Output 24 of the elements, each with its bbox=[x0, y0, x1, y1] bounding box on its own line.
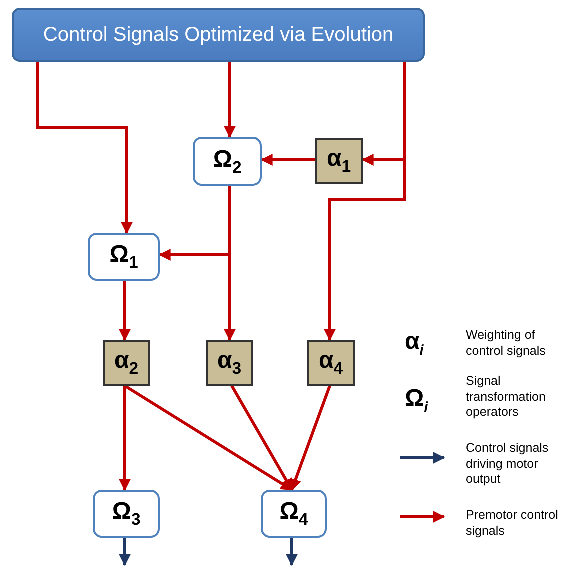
legend-text: Control signals driving motor output bbox=[466, 441, 550, 488]
legend-text: Premotor control signals bbox=[466, 508, 560, 540]
arrow bbox=[119, 386, 131, 492]
header-bar: Control Signals Optimized via Evolution bbox=[12, 8, 425, 62]
arrow bbox=[224, 62, 236, 138]
weight-box: α$_{2}$ bbox=[103, 340, 150, 386]
operator-box: Ω$_{3}$ bbox=[93, 490, 160, 538]
arrow bbox=[286, 538, 298, 566]
symbol-label: α$_{i}$ bbox=[405, 328, 424, 359]
arrow bbox=[324, 62, 406, 342]
weight-box: α$_{3}$ bbox=[206, 340, 253, 386]
operator-box: Ω$_{2}$ bbox=[193, 137, 262, 186]
legend-text: Signal transformation operators bbox=[466, 374, 547, 421]
symbol-label: Ω$_{i}$ bbox=[405, 385, 428, 416]
operator-box: Ω$_{1}$ bbox=[88, 233, 160, 281]
legend-text: Weighting of control signals bbox=[466, 328, 547, 360]
arrow bbox=[290, 385, 332, 492]
operator-box: Ω$_{4}$ bbox=[261, 490, 327, 538]
weight-box: α$_{1}$ bbox=[315, 138, 363, 184]
arrow bbox=[36, 62, 133, 234]
arrow bbox=[260, 154, 315, 166]
arrow bbox=[119, 281, 131, 342]
weight-box: α$_{4}$ bbox=[307, 340, 355, 386]
arrow bbox=[119, 538, 131, 566]
